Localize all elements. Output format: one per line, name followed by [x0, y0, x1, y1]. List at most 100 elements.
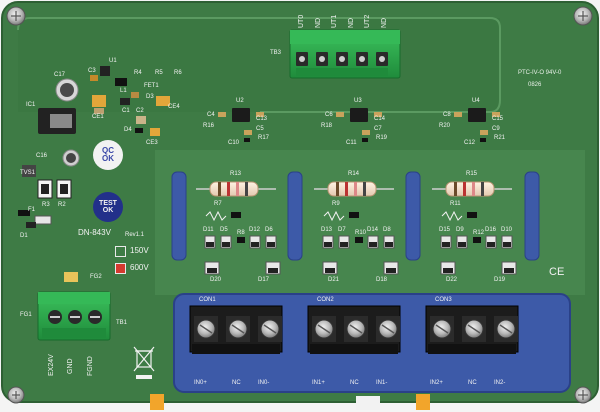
pin-minus: IN1-	[376, 380, 388, 386]
tb3-terminal	[289, 29, 401, 79]
ref-cap-c: C15	[492, 116, 504, 122]
ref-d1: D1	[20, 233, 28, 239]
ref-fg1: FG1	[20, 312, 32, 318]
ref-u4: U4	[472, 98, 480, 104]
ref-pair-1: D19	[494, 277, 506, 283]
ref-cap-f: C12	[464, 140, 476, 146]
ref-ce4: CE4	[168, 104, 180, 110]
ref-pair-0: D21	[328, 277, 340, 283]
resistor-r13	[209, 181, 259, 197]
ref-fg2: FG2	[90, 274, 102, 280]
pin-nc: NC	[350, 380, 359, 386]
tb3-pin-3: ND	[348, 17, 355, 28]
resistor-symbol	[323, 210, 345, 222]
ref-r6: R6	[174, 70, 182, 76]
option-150-box	[115, 246, 126, 257]
pin-plus: IN0+	[194, 380, 207, 386]
ref-r11: R11	[450, 201, 461, 207]
resistor-symbol	[205, 210, 227, 222]
ref-diode-3: D14	[367, 227, 379, 233]
ref-diode-0: D15	[439, 227, 451, 233]
ref-r9: R9	[332, 201, 340, 207]
ref-cap-d: C5	[256, 126, 264, 132]
resistor-r14	[327, 181, 377, 197]
ref-ce1: CE1	[92, 114, 104, 120]
pin-nc: NC	[468, 380, 477, 386]
option-600-label: 600V	[130, 263, 149, 272]
ref-diode-3: D16	[485, 227, 497, 233]
ref-cap-d: C7	[374, 126, 382, 132]
ref-f1: F1	[28, 207, 36, 213]
pin-plus: IN1+	[312, 380, 325, 386]
ref-r5: R5	[155, 70, 163, 76]
model-label: DN-843V	[78, 228, 111, 237]
ref-diode-2: R10	[355, 230, 367, 236]
pin-minus: IN0-	[258, 380, 270, 386]
ref-diode-3: D12	[249, 227, 261, 233]
ref-r13: R13	[230, 171, 242, 177]
pin-nc: NC	[232, 380, 241, 386]
ref-ic1: IC1	[26, 102, 36, 108]
ref-r7: R7	[214, 201, 222, 207]
tb3-pin-0: UT0	[298, 14, 305, 28]
ref-cap-b: R18	[321, 123, 333, 129]
ref-c17: C17	[54, 72, 66, 78]
tb3-pin-4: UT2	[364, 14, 371, 28]
ref-cap-f: C11	[346, 140, 357, 146]
ref-pair-0: D22	[446, 277, 458, 283]
pcb-code: PTC-IV-O 94V-0	[518, 70, 562, 76]
ref-diode-2: R8	[237, 230, 245, 236]
channel-circuits	[189, 108, 519, 354]
ref-pair-1: D17	[258, 277, 270, 283]
pin-minus: IN2-	[494, 380, 506, 386]
ref-con3: CON3	[435, 297, 452, 303]
ref-pair-1: D18	[376, 277, 388, 283]
ref-c3: C3	[88, 68, 96, 74]
ref-u2: U2	[236, 98, 244, 104]
ref-d3: D3	[146, 94, 154, 100]
tb3-pin-5: ND	[381, 17, 388, 28]
ref-r15: R15	[466, 171, 478, 177]
weee-bin-icon	[133, 346, 155, 379]
tb1-pin-0: EX24V	[48, 354, 55, 376]
ref-cap-e: R17	[258, 135, 270, 141]
ref-diode-1: D5	[220, 227, 228, 233]
ref-diode-4: D8	[383, 227, 391, 233]
ref-cap-c: C14	[374, 116, 386, 122]
ref-u3: U3	[354, 98, 362, 104]
ic-u4	[468, 108, 486, 122]
ref-diode-1: D9	[456, 227, 464, 233]
ref-cap-e: R19	[376, 135, 388, 141]
ref-diode-4: D6	[265, 227, 273, 233]
option-600-box	[115, 263, 126, 274]
tb1-pin-2: FGND	[87, 356, 94, 376]
ref-c1: C1	[122, 108, 130, 114]
ref-r14: R14	[348, 171, 360, 177]
ref-diode-2: R12	[473, 230, 485, 236]
ref-cap-b: R16	[203, 123, 215, 129]
tb3-pin-1: ND	[315, 17, 322, 28]
ref-cap-c: C13	[256, 116, 268, 122]
ref-diode-0: D13	[321, 227, 333, 233]
power-section	[18, 66, 170, 282]
ref-cap-d: C9	[492, 126, 500, 132]
ref-tb1: TB1	[116, 320, 128, 326]
ref-d4: D4	[124, 127, 132, 133]
ref-tb3: TB3	[270, 50, 282, 56]
tb3-pin-2: UT1	[331, 14, 338, 28]
ref-fet1: FET1	[144, 83, 159, 89]
ref-r2: R2	[58, 202, 66, 208]
ref-cap-e: R21	[494, 135, 506, 141]
ref-pair-0: D20	[210, 277, 222, 283]
tb1-pin-1: GND	[67, 358, 74, 374]
ref-l1: L1	[120, 88, 127, 94]
option-150-label: 150V	[130, 246, 149, 255]
revision-label: Rev1.1	[125, 232, 145, 238]
ref-cap-a: C8	[443, 112, 451, 118]
ref-c2: C2	[136, 108, 144, 114]
ref-cap-a: C6	[325, 112, 333, 118]
ce-mark: CE	[549, 266, 565, 278]
